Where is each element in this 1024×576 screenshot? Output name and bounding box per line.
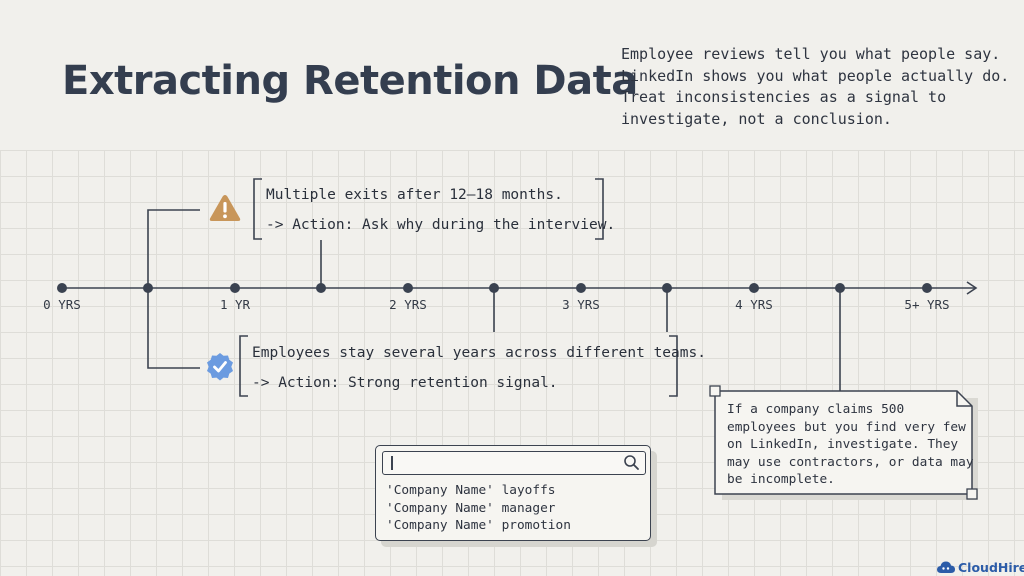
intro-line: investigate, not a conclusion. xyxy=(621,109,892,128)
callout-line: on LinkedIn, investigate. They xyxy=(727,437,959,452)
search-query: 'Company Name' layoffs xyxy=(386,483,556,498)
intro-paragraph: Employee reviews tell you what people sa… xyxy=(621,44,1011,130)
timeline-dot xyxy=(230,283,240,293)
search-icon[interactable] xyxy=(623,454,640,471)
search-card: 'Company Name' layoffs 'Company Name' ma… xyxy=(375,445,651,541)
warning-connector xyxy=(147,209,200,369)
timeline-dot xyxy=(749,283,759,293)
callout-handle xyxy=(966,488,978,500)
text-caret xyxy=(391,456,393,470)
callout-note xyxy=(714,390,973,495)
callout-text: If a company claims 500 employees but yo… xyxy=(727,401,974,489)
callout-line: be incomplete. xyxy=(727,472,835,487)
warning-bracket-right xyxy=(595,178,604,240)
positive-bracket-right xyxy=(669,335,678,397)
callout-line: If a company claims 500 xyxy=(727,402,905,417)
timeline-dot xyxy=(922,283,932,293)
search-query: 'Company Name' manager xyxy=(386,500,556,516)
warning-note-line: Multiple exits after 12–18 months. xyxy=(266,187,563,203)
search-input[interactable] xyxy=(382,451,646,475)
timeline-dot xyxy=(57,283,67,293)
search-query-list: 'Company Name' layoffs 'Company Name' ma… xyxy=(386,482,571,535)
callout-line: may use contractors, or data may xyxy=(727,454,974,470)
verified-check-icon xyxy=(207,353,233,381)
page-title: Extracting Retention Data xyxy=(62,58,638,104)
positive-action-line: -> Action: Strong retention signal. xyxy=(252,375,558,391)
timeline-dot xyxy=(403,283,413,293)
timeline-arrowhead xyxy=(966,281,978,295)
timeline-label: 3 YRS xyxy=(562,297,600,312)
intro-line: Employee reviews tell you what people sa… xyxy=(621,45,1001,63)
intro-line: Treat inconsistencies as a signal to xyxy=(621,88,947,106)
brand-logo: CloudHire xyxy=(936,558,1024,576)
positive-note: Employees stay several years across diff… xyxy=(252,338,706,398)
callout-line: employees but you find very few xyxy=(727,419,966,435)
timeline-label: 1 YR xyxy=(219,297,251,312)
brand-name: CloudHire xyxy=(958,559,1024,575)
timeline-label: 4 YRS xyxy=(735,297,773,312)
callout-handle xyxy=(709,385,721,397)
warning-action-line: -> Action: Ask why during the interview. xyxy=(266,217,616,233)
callout-fold xyxy=(956,391,972,407)
warning-note: Multiple exits after 12–18 months. -> Ac… xyxy=(266,180,615,240)
warning-bracket-left xyxy=(253,178,262,240)
timeline-label: 0 YRS xyxy=(43,297,81,312)
timeline-label: 5+ YRS xyxy=(904,297,950,312)
timeline-label: 2 YRS xyxy=(389,297,427,312)
timeline-dot xyxy=(576,283,586,293)
intro-line: LinkedIn shows you what people actually … xyxy=(621,66,1010,85)
cloud-icon xyxy=(937,561,955,573)
positive-bracket-left xyxy=(239,335,248,397)
positive-note-line: Employees stay several years across diff… xyxy=(252,345,706,361)
warning-icon xyxy=(209,195,241,221)
search-query: 'Company Name' promotion xyxy=(386,518,571,533)
